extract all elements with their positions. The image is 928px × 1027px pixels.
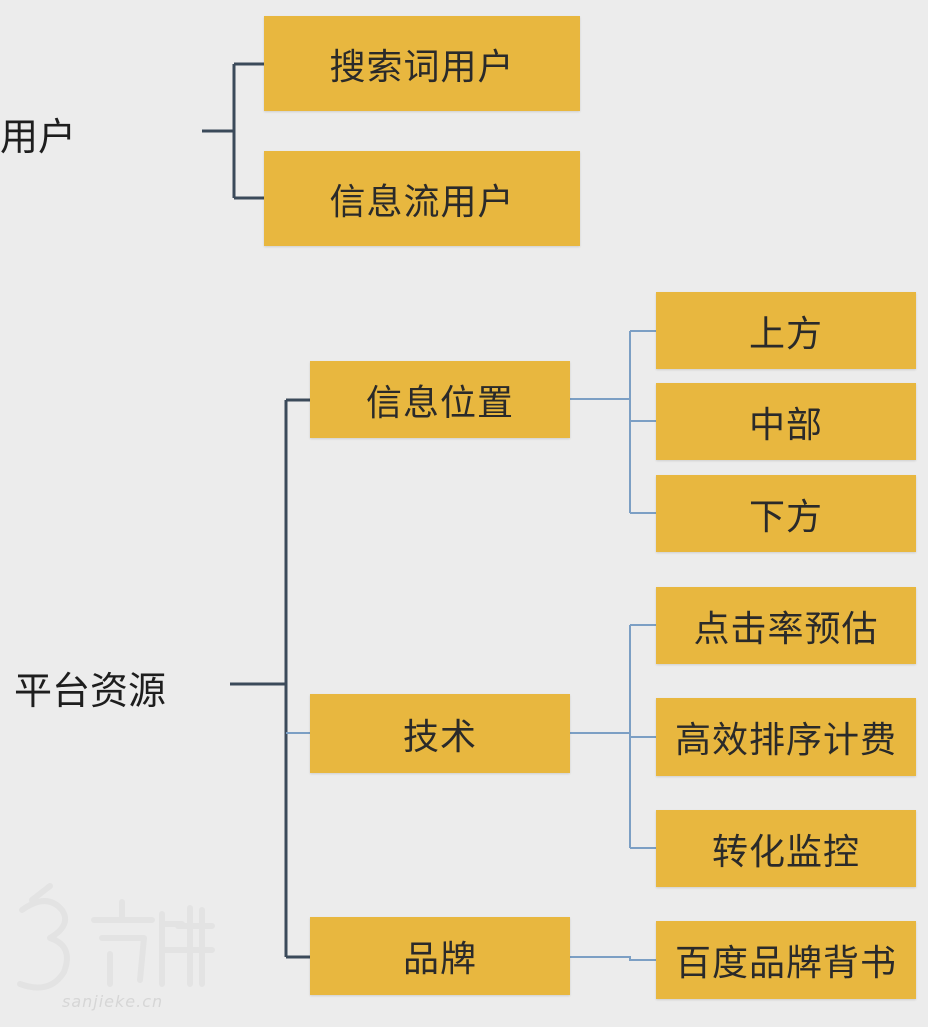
node-brand: 品牌 — [310, 917, 570, 995]
watermark-logo-icon — [17, 883, 215, 991]
node-position-bottom: 下方 — [656, 475, 916, 552]
brand-connector-line — [570, 956, 656, 961]
root-label-platform: 平台资源 — [14, 669, 167, 713]
node-position-middle: 中部 — [656, 383, 916, 460]
node-position-top: 上方 — [656, 292, 916, 369]
root-label-users: 用户 — [0, 115, 77, 159]
node-tech-ranking: 高效排序计费 — [656, 698, 916, 776]
node-search-users: 搜索词用户 — [264, 16, 580, 111]
node-tech-conversion: 转化监控 — [656, 810, 916, 887]
node-tech: 技术 — [310, 694, 570, 773]
node-brand-endorsement: 百度品牌背书 — [656, 921, 916, 999]
node-feed-users: 信息流用户 — [264, 151, 580, 246]
watermark-url: sanjieke.cn — [62, 992, 164, 1011]
node-position: 信息位置 — [310, 361, 570, 438]
node-tech-ctr: 点击率预估 — [656, 587, 916, 664]
